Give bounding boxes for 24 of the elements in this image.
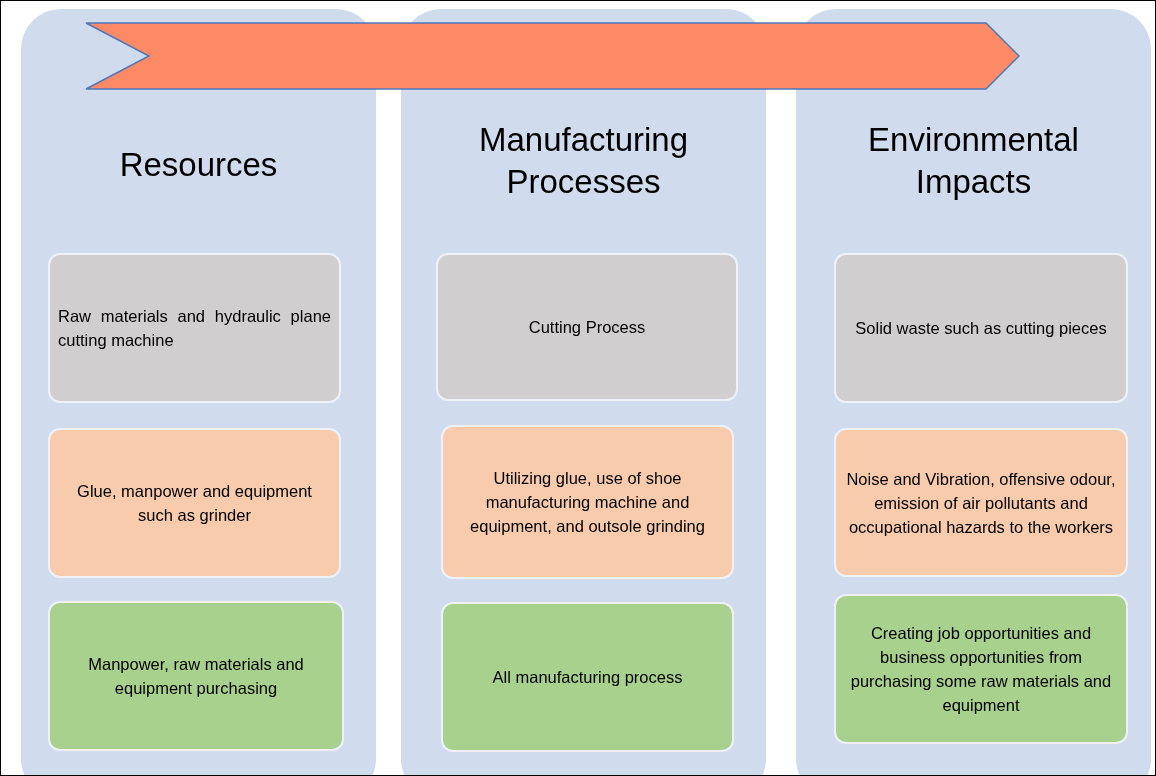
content-box bbox=[441, 425, 734, 579]
content-box bbox=[48, 428, 341, 578]
column-panel bbox=[21, 9, 376, 775]
box-text: Creating job opportunities and business opportunities from purchasing some raw materials and equipment bbox=[849, 623, 1113, 716]
content-box bbox=[48, 601, 344, 751]
column-heading: Environmental Impacts bbox=[867, 120, 1080, 202]
box-text: Utilizing glue, use of shoe manufacturing machine and equipment, and outsole grinding bbox=[469, 468, 706, 537]
box-text: Manpower, raw materials and equipment purchasing bbox=[87, 654, 305, 699]
content-box bbox=[834, 594, 1128, 744]
box-text: Solid waste such as cutting pieces bbox=[855, 318, 1107, 339]
box-text: Glue, manpower and equipment such as grinder bbox=[76, 481, 313, 526]
column-heading: Manufacturing Processes bbox=[477, 120, 690, 202]
content-box bbox=[834, 253, 1128, 403]
content-box bbox=[441, 602, 734, 752]
column-panel bbox=[796, 9, 1151, 775]
content-box bbox=[436, 253, 738, 401]
column-panel bbox=[401, 9, 766, 775]
content-box bbox=[834, 428, 1128, 577]
box-text: All manufacturing process bbox=[492, 667, 683, 688]
content-box bbox=[48, 253, 341, 403]
box-text: Noise and Vibration, offensive odour, emission of air pollutants and occupational hazards to the workers bbox=[845, 468, 1117, 538]
box-text: Raw materials and hydraulic plane cutting machine bbox=[58, 306, 331, 351]
box-text: Cutting Process bbox=[528, 317, 646, 338]
column-heading: Resources bbox=[118, 145, 279, 185]
